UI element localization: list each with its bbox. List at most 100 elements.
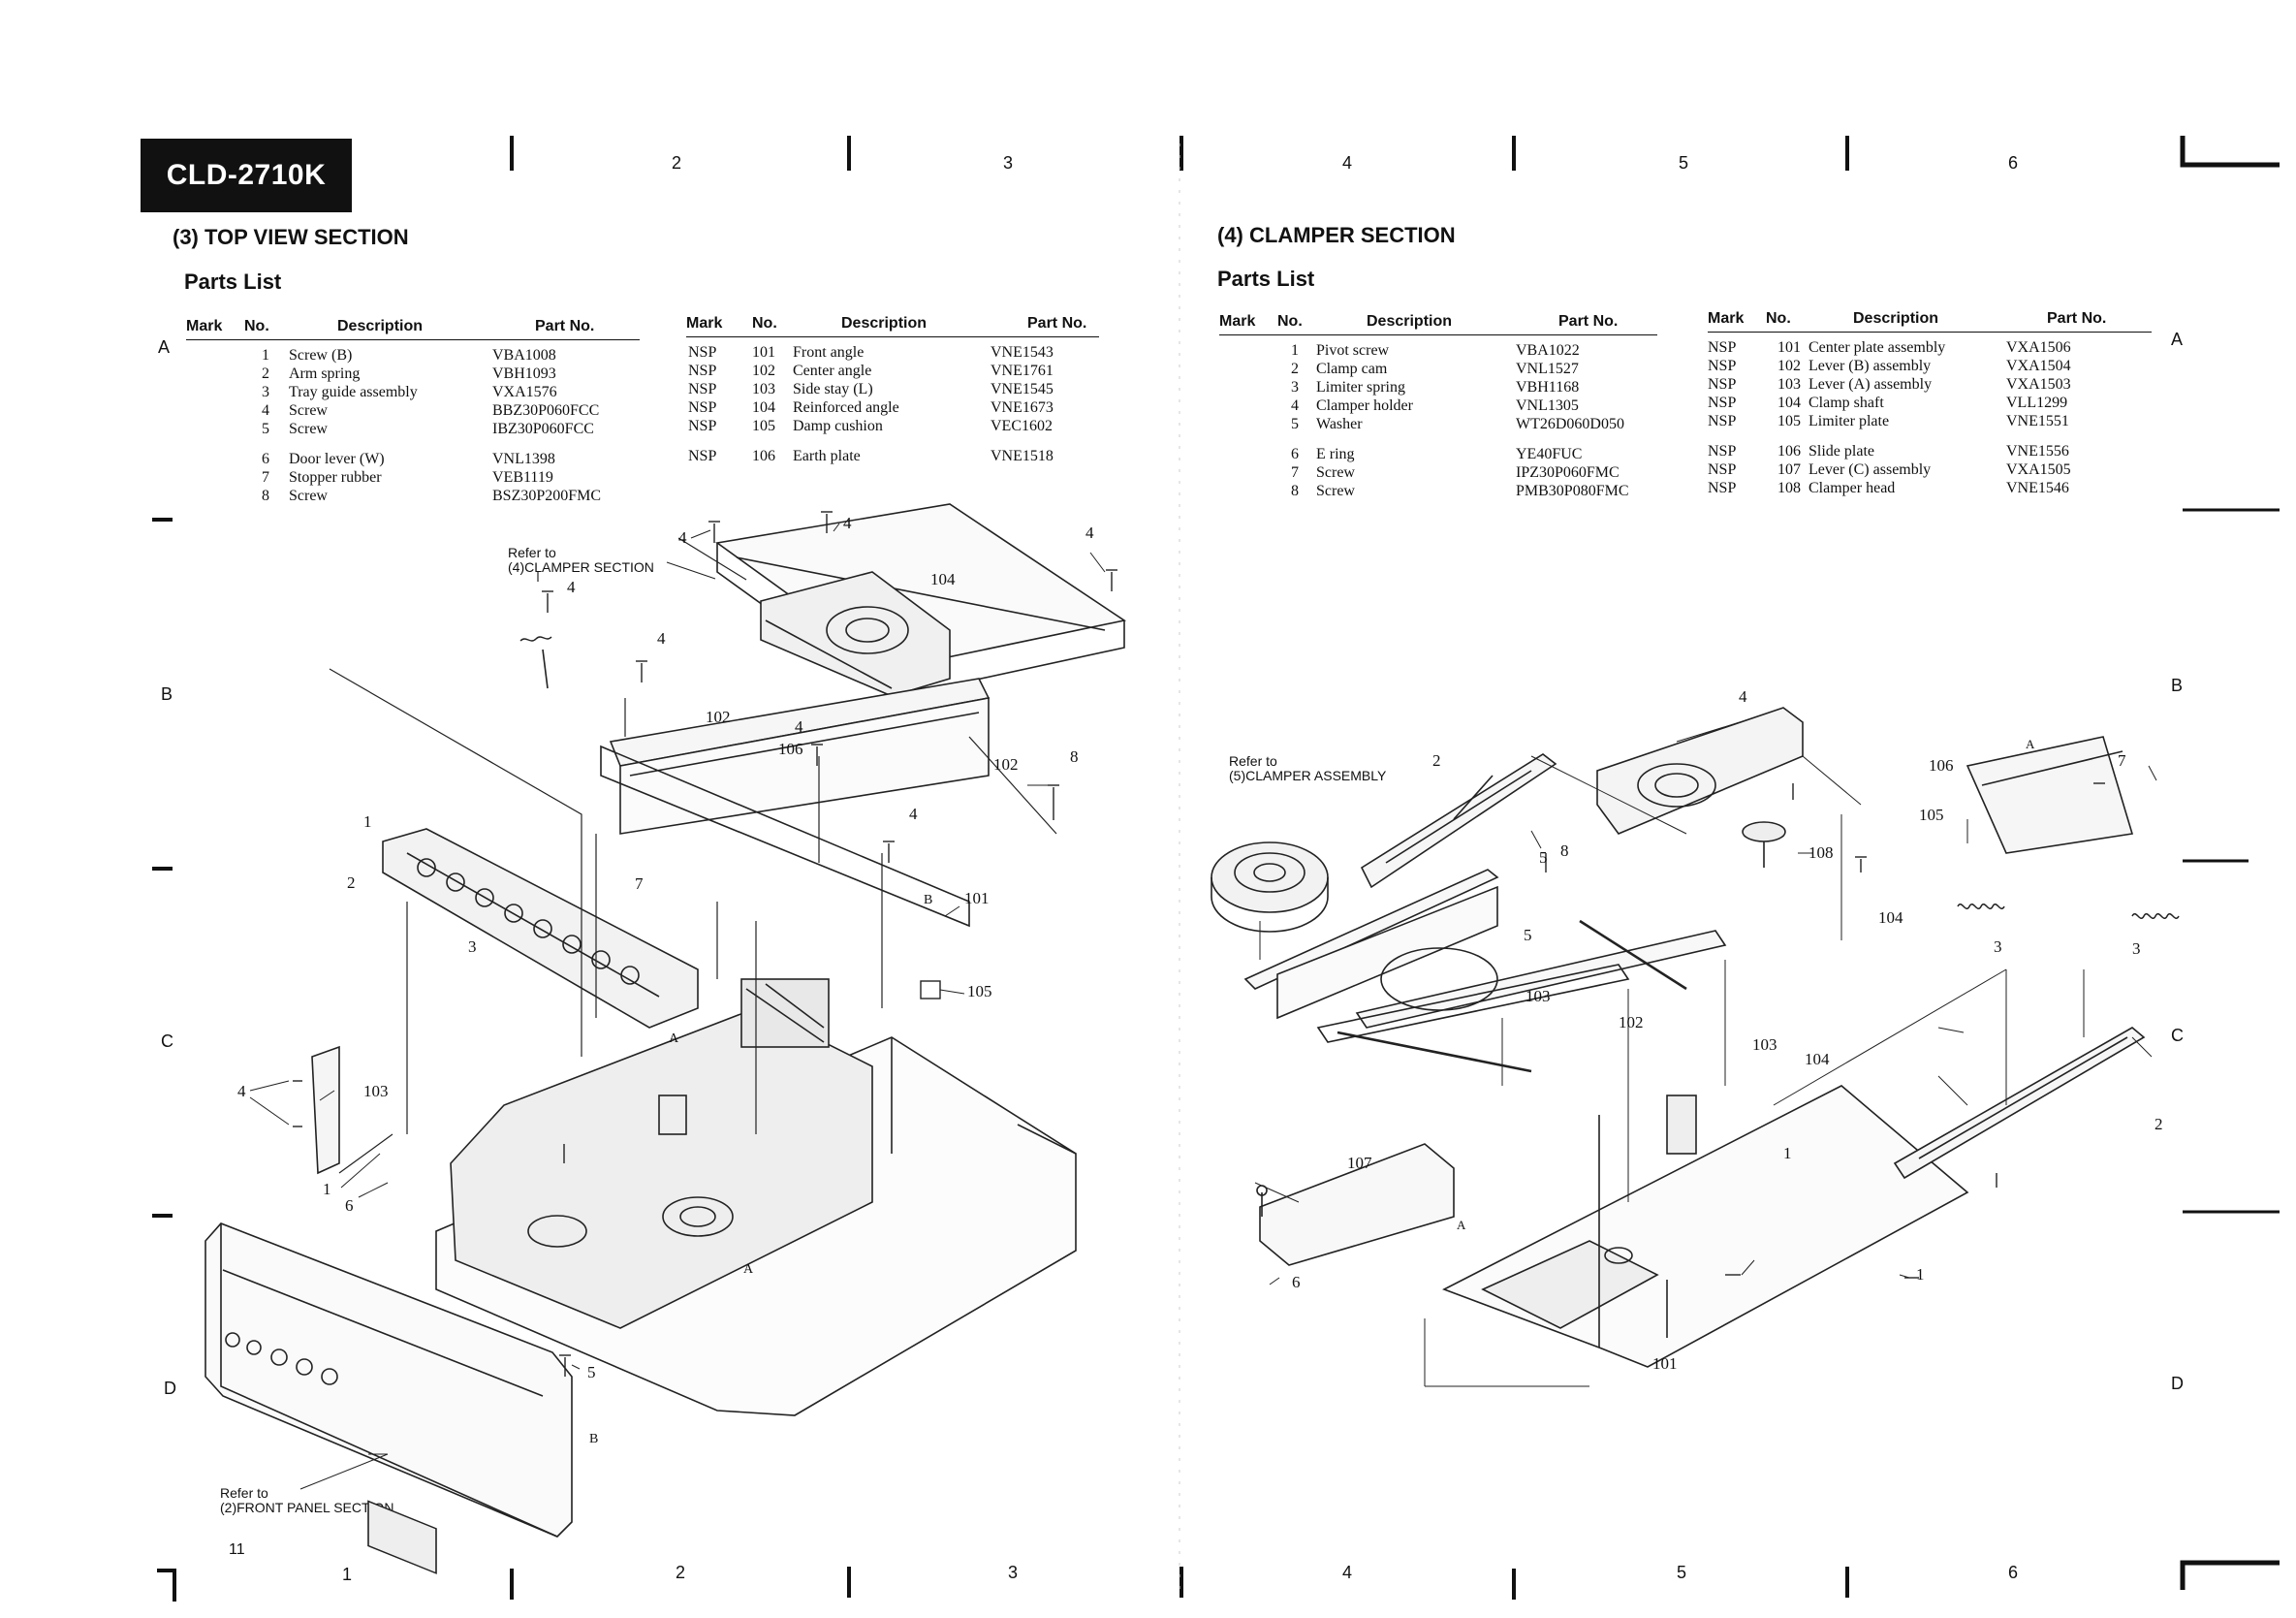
cell-desc: Screw: [289, 402, 328, 419]
cell-desc: Clamper head: [1808, 480, 1896, 496]
cell-no: 2: [1291, 361, 1299, 377]
callout-4: 4: [567, 578, 576, 596]
cell-part: VNL1398: [492, 451, 555, 467]
cell-no: 106: [752, 448, 775, 464]
callout-2: 2: [1432, 751, 1441, 770]
cell-part: YE40FUC: [1516, 446, 1583, 462]
center-plate-101: [1442, 1085, 1969, 1368]
callout-2: 2: [347, 873, 356, 892]
cell-desc: Screw: [1316, 464, 1355, 481]
callout-103: 103: [1525, 987, 1551, 1005]
cell-desc: Screw: [1316, 483, 1355, 499]
cell-no: 105: [1777, 413, 1801, 429]
callout-4: 4: [657, 629, 666, 648]
callout-5: 5: [1524, 926, 1532, 944]
cell-part: VNE1556: [2006, 443, 2069, 460]
callout-108: 108: [1808, 843, 1834, 862]
callout-104: 104: [930, 570, 956, 588]
cell-part: WT26D060D050: [1516, 416, 1624, 432]
cell-no: 1: [262, 347, 269, 364]
column-number: 5: [1677, 1563, 1687, 1582]
cell-mark: NSP: [1708, 413, 1737, 429]
callout-4: 4: [678, 528, 687, 547]
cell-desc: Damp cushion: [793, 418, 883, 434]
callout-102: 102: [706, 708, 731, 726]
cell-desc: Center plate assembly: [1808, 339, 1946, 356]
cell-no: 103: [1777, 376, 1801, 393]
callout-3: 3: [2132, 939, 2141, 958]
cell-desc: Screw (B): [289, 347, 353, 364]
refer-clamper-section-note: Refer to(4)CLAMPER SECTION: [508, 545, 654, 575]
column-number: 2: [672, 153, 682, 173]
cell-no: 101: [1777, 339, 1801, 356]
cell-mark: NSP: [1708, 376, 1737, 393]
cell-no: 7: [262, 469, 269, 486]
cell-part: BBZ30P060FCC: [492, 402, 600, 419]
cell-no: 4: [1291, 397, 1299, 414]
cell-no: 107: [1777, 461, 1801, 478]
cell-part: VXA1506: [2006, 339, 2071, 356]
column-number: 3: [1003, 153, 1014, 173]
cell-part: VNE1543: [991, 344, 1054, 361]
clamp-cam-2-right: [1893, 1027, 2146, 1180]
column-header: No.: [244, 318, 269, 334]
column-header: Part No.: [1558, 313, 1619, 330]
cell-part: PMB30P080FMC: [1516, 483, 1629, 499]
callout-104: 104: [1878, 908, 1903, 927]
cell-desc: Earth plate: [793, 448, 861, 464]
cell-no: 102: [752, 363, 775, 379]
callout-101: 101: [1652, 1354, 1678, 1373]
cell-part: VEC1602: [991, 418, 1053, 434]
callout-4: 4: [795, 717, 803, 736]
clamper-exploded-diagram: 1 1 2 2 3 3 4 5 5 6 7 8 101 102 103 103 …: [1211, 687, 2180, 1387]
callout-101: 101: [964, 889, 990, 907]
cell-no: 2: [262, 365, 269, 382]
callout-A: A: [2026, 737, 2035, 751]
cell-desc: Clamper holder: [1316, 397, 1413, 414]
callout-103: 103: [363, 1082, 389, 1100]
callout-5: 5: [1539, 848, 1548, 867]
cell-part: BSZ30P200FMC: [492, 488, 602, 504]
column-header: No.: [752, 315, 777, 332]
callout-8: 8: [1560, 841, 1569, 860]
callout-A: A: [743, 1262, 754, 1277]
model-name: CLD-2710K: [166, 159, 327, 191]
callout-106: 106: [778, 740, 803, 758]
row-letter: B: [2171, 676, 2184, 695]
row-letter: A: [2171, 330, 2184, 349]
column-header: Description: [1367, 313, 1453, 330]
cell-part: VNE1551: [2006, 413, 2069, 429]
callout-105: 105: [967, 982, 992, 1000]
cell-desc: Washer: [1316, 416, 1363, 432]
lever-107: [1256, 1143, 1455, 1266]
cell-part: VNE1545: [991, 381, 1054, 397]
column-header: Part No.: [535, 318, 595, 334]
cell-part: VBH1168: [1516, 379, 1580, 396]
clamp-cam-2: [1360, 753, 1557, 889]
column-header: Mark: [1219, 313, 1256, 330]
callout-3: 3: [468, 937, 477, 956]
cell-desc: Clamp shaft: [1808, 395, 1884, 411]
cell-no: 5: [262, 421, 269, 437]
cell-no: 103: [752, 381, 775, 397]
cell-mark: NSP: [1708, 395, 1737, 411]
column-header: Description: [841, 315, 928, 332]
callout-1: 1: [323, 1180, 331, 1198]
column-header: Mark: [686, 315, 723, 332]
